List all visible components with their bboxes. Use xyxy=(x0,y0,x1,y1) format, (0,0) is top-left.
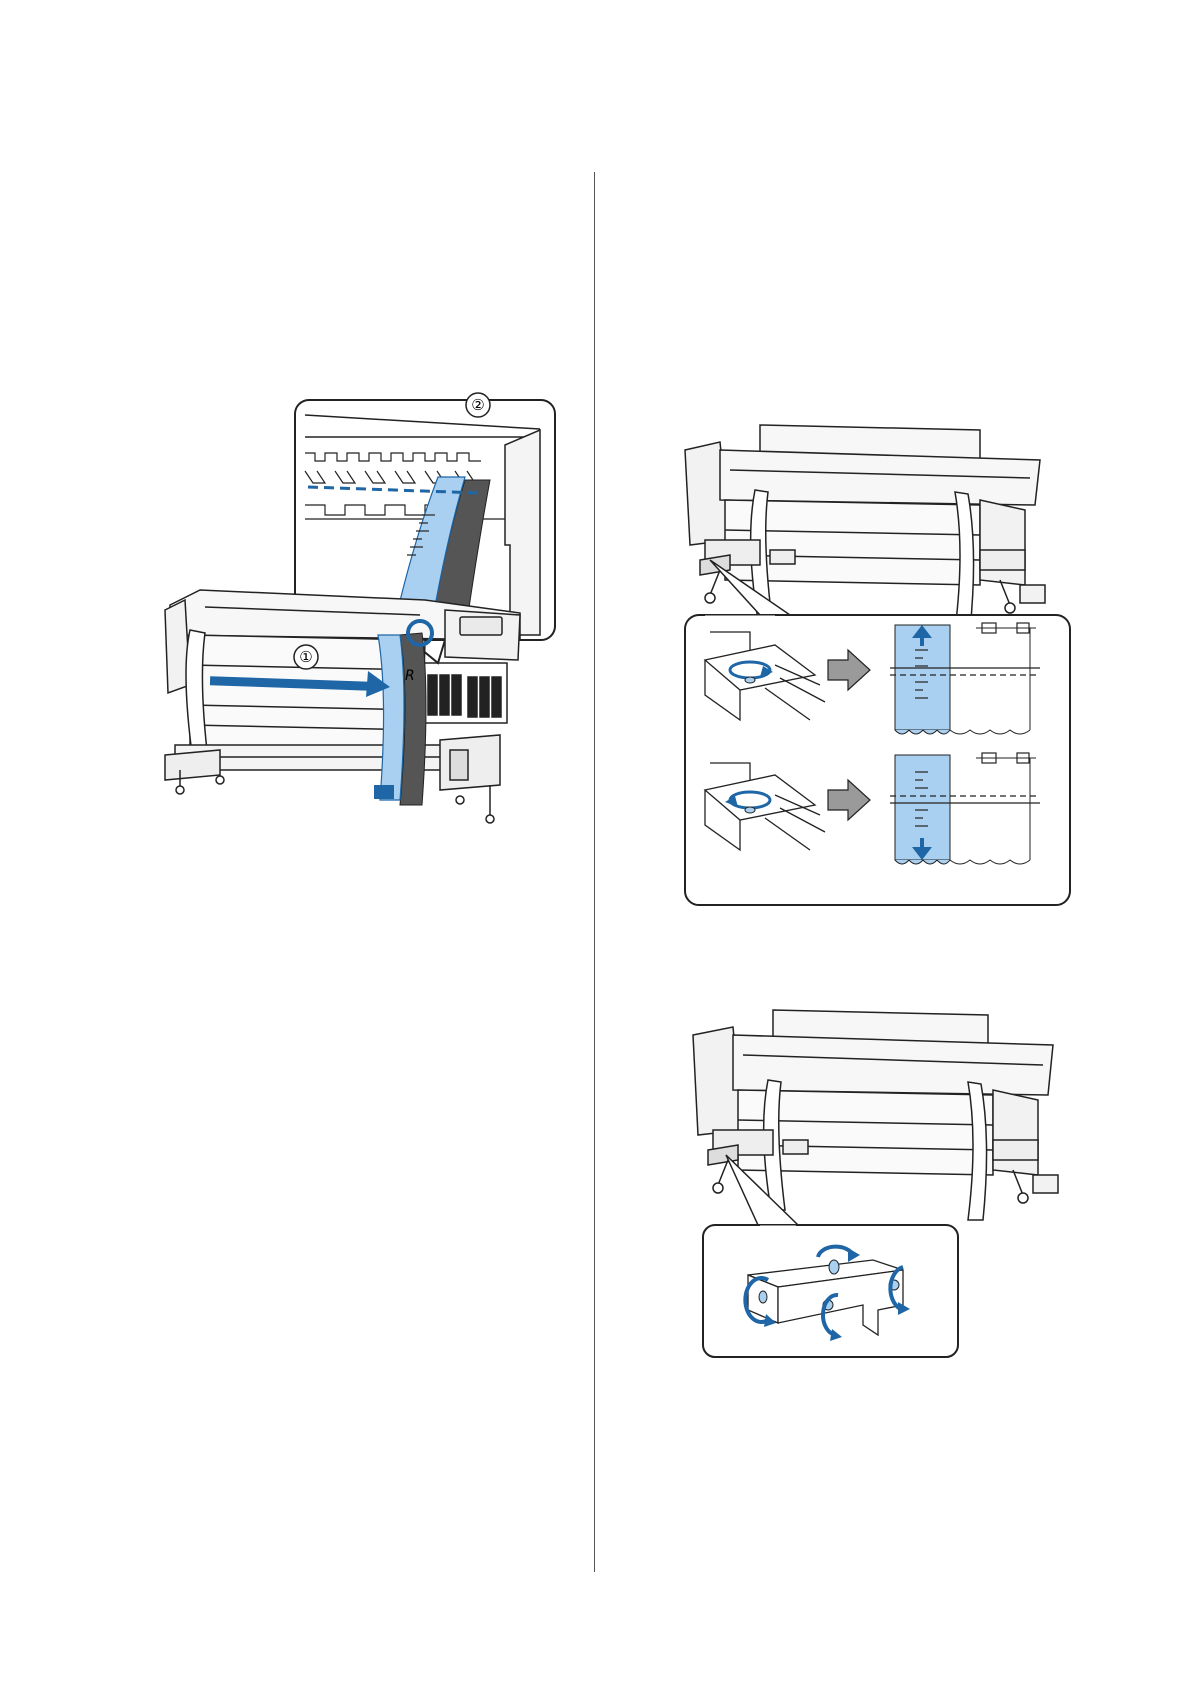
figure-printer-media-alignment: ② xyxy=(160,395,560,895)
column-divider xyxy=(594,172,595,1572)
callout-2-label: ② xyxy=(471,396,484,414)
figure-3-svg xyxy=(688,1005,1078,1360)
figure-thumbscrew-release xyxy=(688,1005,1078,1360)
figure-1-svg: ② xyxy=(160,395,560,895)
thumbscrew-detail-callout xyxy=(703,1155,958,1357)
callout-1-label: ① xyxy=(299,648,312,666)
printer-illustration-2 xyxy=(685,425,1045,630)
figure-platen-screw-adjustment xyxy=(680,420,1080,910)
printer-illustration xyxy=(165,590,520,823)
figure-2-svg xyxy=(680,420,1080,910)
belt-mark-label: R xyxy=(405,668,415,684)
